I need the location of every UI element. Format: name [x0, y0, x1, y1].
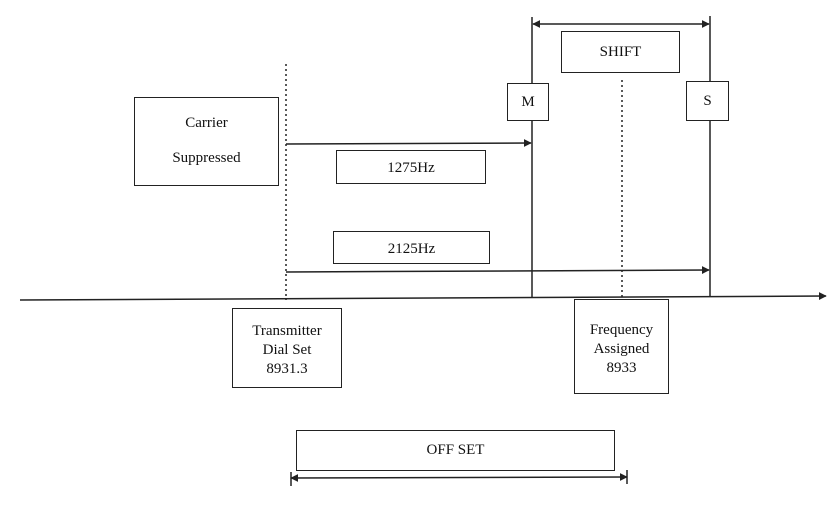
carrier-suppressed-box: Carrier Suppressed: [134, 97, 279, 186]
offset-1275hz-label: 1275Hz: [387, 160, 435, 176]
space-box: S: [686, 81, 729, 121]
offset-2125hz-box: 2125Hz: [333, 231, 490, 264]
assigned-value: 8933: [606, 359, 637, 376]
arrow-2125hz: [285, 266, 710, 275]
dial-set-label: Dial Set: [262, 341, 312, 358]
frequency-axis: [19, 292, 827, 301]
offset-2125hz-label: 2125Hz: [387, 241, 436, 257]
carrier-label: Carrier: [185, 115, 228, 131]
frequency-label: Frequency: [589, 322, 654, 338]
suppressed-label: Suppressed: [172, 149, 241, 166]
transmitter-label: Transmitter: [252, 323, 322, 339]
offset-label: OFF SET: [426, 442, 485, 458]
offset-box: OFF SET: [296, 430, 615, 471]
mark-label: M: [521, 94, 535, 110]
frequency-assigned-box: Frequency Assigned 8933: [574, 299, 669, 394]
shift-box: SHIFT: [561, 31, 680, 73]
assigned-label: Assigned: [593, 340, 650, 357]
shift-label: SHIFT: [599, 44, 642, 60]
dial-set-value: 8931.3: [266, 360, 308, 377]
mark-box: M: [507, 83, 549, 121]
space-label: S: [703, 93, 712, 109]
transmitter-dial-set-box: Transmitter Dial Set 8931.3: [232, 308, 342, 388]
arrow-1275hz: [285, 139, 532, 148]
offset-arrow: [290, 473, 628, 482]
offset-1275hz-box: 1275Hz: [336, 150, 486, 184]
